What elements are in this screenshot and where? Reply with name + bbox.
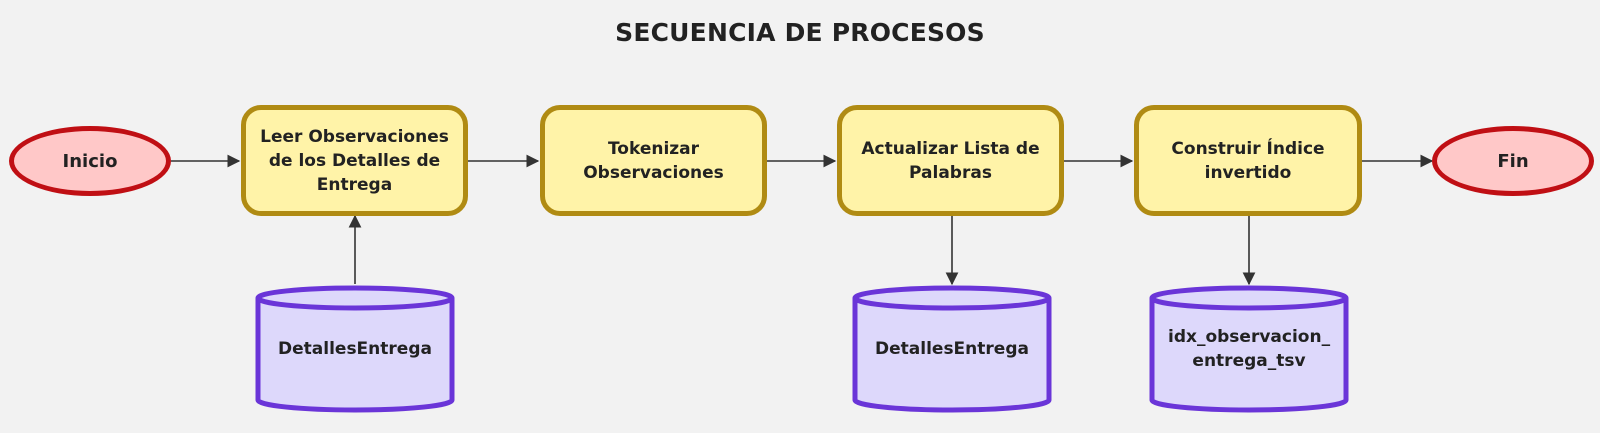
database-icon: [852, 285, 1052, 413]
datastore-detalles-entrega-output[interactable]: DetallesEntrega: [851, 285, 1053, 413]
process-tokenizar[interactable]: Tokenizar Observaciones: [540, 105, 767, 216]
datastore-detalles-entrega-input[interactable]: DetallesEntrega: [254, 285, 456, 413]
end-node-label: Fin: [1497, 150, 1529, 172]
datastore-label: DetallesEntrega: [875, 339, 1029, 359]
process-actualizar-label: Actualizar Lista de Palabras: [861, 138, 1040, 183]
datastore-idx-observacion[interactable]: idx_observacion_ entrega_tsv: [1148, 285, 1350, 413]
start-node-label: Inicio: [62, 150, 118, 172]
process-leer-label: Leer Observaciones de los Detalles de En…: [260, 126, 449, 195]
start-node[interactable]: Inicio: [9, 126, 171, 196]
process-tokenizar-label: Tokenizar Observaciones: [583, 138, 724, 183]
process-actualizar-lista[interactable]: Actualizar Lista de Palabras: [837, 105, 1064, 216]
datastore-label: idx_observacion_ entrega_tsv: [1168, 327, 1331, 371]
diagram-title: SECUENCIA DE PROCESOS: [615, 18, 985, 47]
process-construir-indice[interactable]: Construir Índice invertido: [1134, 105, 1362, 216]
process-construir-label: Construir Índice invertido: [1171, 138, 1325, 183]
database-icon: [1149, 285, 1349, 413]
database-icon: [255, 285, 455, 413]
end-node[interactable]: Fin: [1432, 126, 1594, 196]
datastore-label: DetallesEntrega: [278, 339, 432, 359]
process-leer-observaciones[interactable]: Leer Observaciones de los Detalles de En…: [241, 105, 468, 216]
